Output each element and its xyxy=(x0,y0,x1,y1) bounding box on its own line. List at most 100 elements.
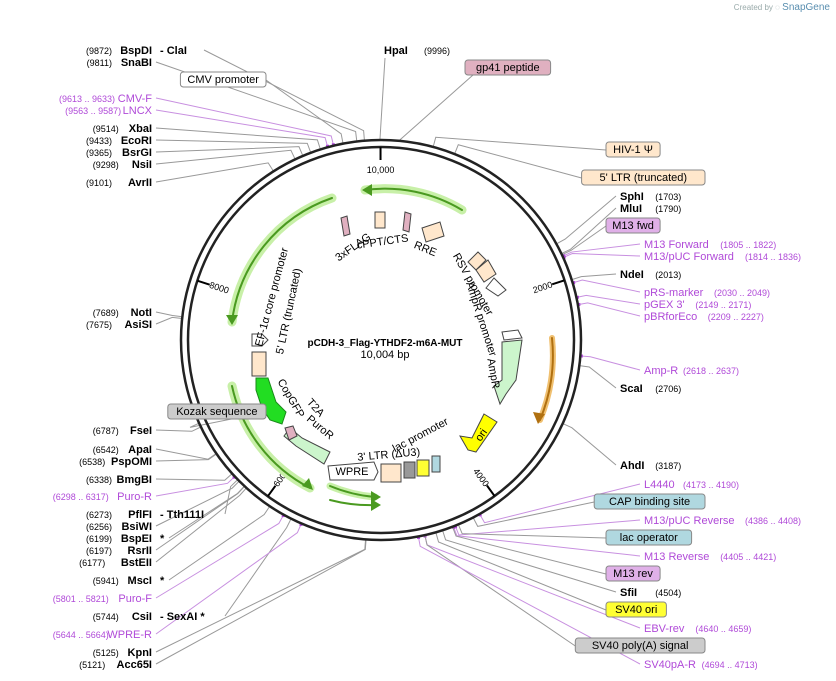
leader-line xyxy=(155,139,311,152)
site-name: EcoRI xyxy=(121,135,152,147)
site-name: BspDI xyxy=(120,45,152,57)
site-position: (2618 .. 2637) xyxy=(683,366,739,376)
site-name: BsrGI xyxy=(122,147,152,159)
site-name: FseI xyxy=(130,425,152,437)
site-name: SnaBI xyxy=(121,57,152,69)
arc-wpre-line-2 xyxy=(329,499,379,507)
site-name: XbaI xyxy=(129,123,152,135)
right-site-label: SV40 ori xyxy=(605,601,667,618)
site-position: (9298) xyxy=(93,160,119,170)
leader-line xyxy=(573,279,641,293)
leader-line xyxy=(379,57,386,140)
site-name: MluI xyxy=(620,203,642,215)
site-position: (4405 .. 4421) xyxy=(720,552,776,562)
arc-ampr-line xyxy=(539,337,554,421)
site-position: (9872) xyxy=(86,46,112,56)
arrowhead-puro xyxy=(302,478,313,490)
leader-line xyxy=(455,519,641,536)
feature-t2a xyxy=(284,425,298,441)
left-site-label: SnaBI(9811) xyxy=(87,57,152,69)
feature-label-text: M13 rev xyxy=(613,568,653,580)
arc-puro-line xyxy=(231,385,311,489)
arrowhead-ampr xyxy=(533,412,545,424)
leader-line xyxy=(418,537,641,665)
right-site-label: SfiI (4504) xyxy=(620,587,681,599)
leader-line xyxy=(155,515,284,599)
site-name: LNCX xyxy=(123,105,153,117)
site-name: CMV-F xyxy=(118,93,153,105)
site-position: (2149 .. 2171) xyxy=(695,300,751,310)
right-site-label: lac operator xyxy=(605,529,693,546)
site-position: (3187) xyxy=(655,461,681,471)
left-site-label: *MscI(5941) xyxy=(93,575,165,587)
leader-line xyxy=(572,273,617,280)
site-name: ScaI xyxy=(620,383,643,395)
site-position: (9433) xyxy=(86,136,112,146)
leader-line xyxy=(562,225,607,255)
feature-rsv xyxy=(485,277,507,297)
feature-label-text: HIV-1 Ψ xyxy=(613,144,653,156)
right-site-label: M13 Reverse(4405 .. 4421) xyxy=(644,551,776,563)
left-site-label: KpnI(5125) xyxy=(93,647,152,659)
left-site-label: BstEII (6177) xyxy=(79,557,152,569)
leader-line xyxy=(578,302,641,317)
site-position: (4504) xyxy=(655,588,681,598)
top-site-label: gp41 peptide xyxy=(464,59,552,76)
site-extra: * xyxy=(160,533,165,545)
leader-line xyxy=(473,501,595,527)
site-name: L4440 xyxy=(644,479,675,491)
site-name: SphI xyxy=(620,191,644,203)
feature-label-text: lac operator xyxy=(620,532,678,544)
plasmid-size: 10,004 bp xyxy=(361,349,410,361)
feature-label-box xyxy=(179,71,267,88)
site-position: (1814 .. 1836) xyxy=(745,252,801,262)
site-name: NsiI xyxy=(132,159,152,171)
site-name: BmgBI xyxy=(117,474,152,486)
site-name: PflFI xyxy=(128,509,152,521)
left-site-label: Puro-R(6298 .. 6317) xyxy=(53,491,152,503)
site-position: (5801 .. 5821) xyxy=(53,594,109,604)
left-site-label: BsrGI(9365) xyxy=(86,147,152,159)
feature-3xflag xyxy=(340,215,351,237)
inner-label-3ltr: 3' LTR (ΔU3) xyxy=(357,446,421,463)
backbone-outer xyxy=(179,138,583,542)
feature-3ltr xyxy=(380,463,402,483)
arrowhead-ef1a xyxy=(226,315,238,325)
site-position: (6273) xyxy=(86,510,112,520)
right-site-label: pGEX 3' (2149 .. 2171) xyxy=(644,299,751,311)
site-name: SV40pA-R xyxy=(644,659,696,671)
right-site-label: L4440(4173 .. 4190) xyxy=(644,479,739,491)
right-site-label: M13 Forward(1805 .. 1822) xyxy=(644,239,776,251)
tick-label: 8000 xyxy=(208,280,230,296)
site-name: SfiI xyxy=(620,587,637,599)
site-name: BstEII xyxy=(121,557,152,569)
site-name: Acc65I xyxy=(117,659,152,671)
site-position: (5125) xyxy=(93,648,119,658)
leader-line xyxy=(265,79,344,143)
feature-wpre xyxy=(327,461,379,481)
site-position: (6177) xyxy=(79,558,105,568)
right-site-label: AhdI(3187) xyxy=(620,460,681,472)
site-name: Puro-R xyxy=(117,491,152,503)
site-extra: - SexAI * xyxy=(160,611,205,623)
site-name: NdeI xyxy=(620,269,644,281)
site-position: (9514) xyxy=(93,124,119,134)
leader-line xyxy=(155,316,182,325)
feature-ampr-promoter xyxy=(501,329,523,341)
leader-line xyxy=(224,479,238,515)
right-site-label: 5' LTR (truncated) xyxy=(581,169,706,186)
site-name: pGEX 3' xyxy=(644,299,685,311)
left-site-label: CMV-F(9613 .. 9633) xyxy=(59,93,152,105)
leader-line xyxy=(155,454,217,462)
site-position: (7689) xyxy=(93,308,119,318)
feature-label-box xyxy=(593,493,706,510)
site-position: (9996) xyxy=(424,46,450,56)
site-position: (6338) xyxy=(86,475,112,485)
leader-line xyxy=(452,527,607,575)
leader-line xyxy=(557,195,617,244)
left-site-label: PspOMI(6538) xyxy=(79,456,152,468)
site-name: WPRE-R xyxy=(107,629,152,641)
feature-arrowheads xyxy=(226,184,545,511)
leader-line xyxy=(155,146,303,156)
